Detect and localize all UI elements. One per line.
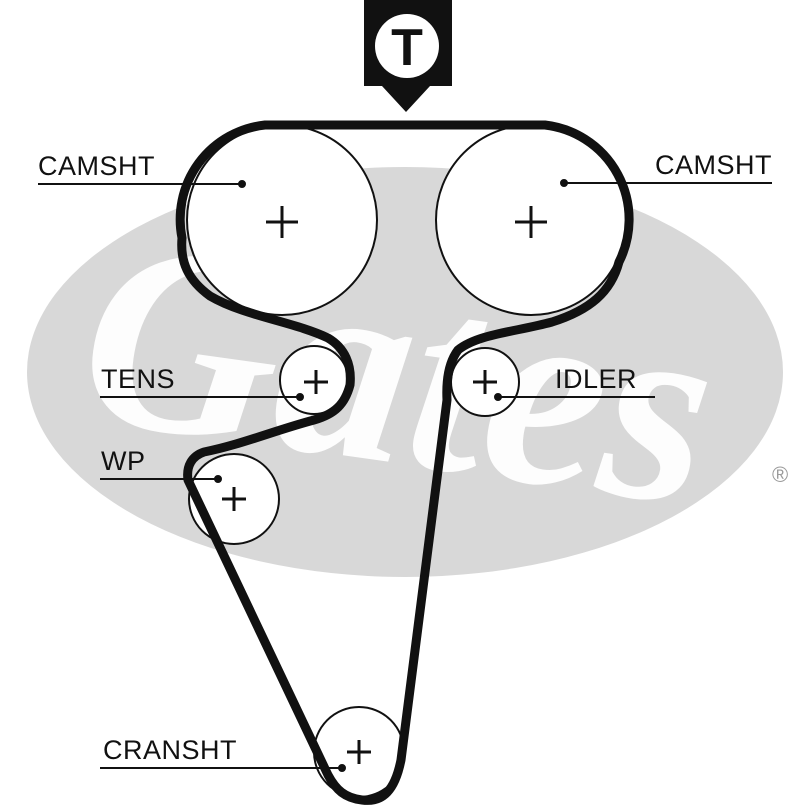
registered-trademark-mark: ® [772,462,788,487]
tensioner-leader-dot [296,393,304,401]
tension-marker-circle [375,14,439,78]
tension-marker: T [364,0,452,112]
leader-lines [38,179,772,772]
water-pump-label: WP [101,446,146,476]
camshaft-right-leader-dot [560,179,568,187]
water-pump-center-cross [222,487,246,511]
tension-marker-letter: T [391,19,423,77]
tensioner-label: TENS [101,364,175,394]
timing-belt [175,120,634,805]
camshaft-left-label: CAMSHT [38,151,155,181]
crankshaft-leader-dot [338,764,346,772]
idler-center-cross [473,370,497,394]
crankshaft-label: CRANSHT [103,735,237,765]
pulley-center-marks [222,206,547,764]
crankshaft-center-cross [347,740,371,764]
camshaft-right-label: CAMSHT [655,150,772,180]
camshaft-left-leader-dot [238,180,246,188]
water-pump-leader-dot [214,475,222,483]
camshaft-right-center-cross [515,206,547,238]
idler-label: IDLER [555,364,637,394]
camshaft-left-center-cross [266,206,298,238]
pulley-labels: CAMSHT CAMSHT TENS IDLER WP CRANSHT [38,150,772,765]
tensioner-center-cross [304,370,328,394]
idler-leader-dot [494,393,502,401]
